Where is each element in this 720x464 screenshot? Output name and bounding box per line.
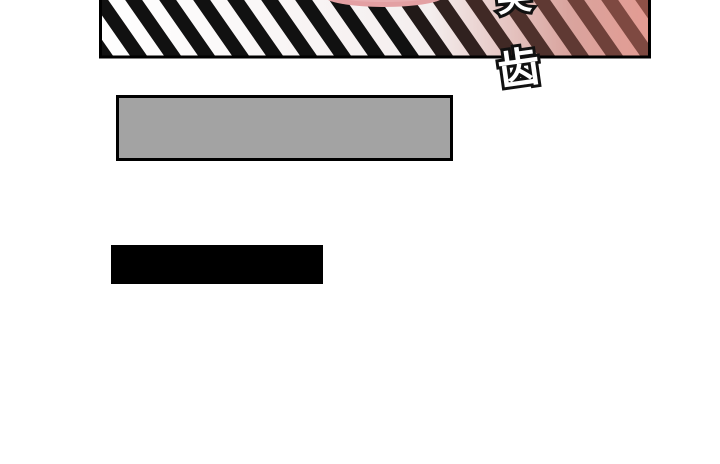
diagonal-stripe (102, 0, 148, 57)
striped-comic-panel (99, 0, 651, 60)
diagonal-stripe (193, 0, 250, 57)
pink-oval-shape (328, 0, 440, 7)
diagonal-stripe (363, 0, 420, 57)
diagonal-stripe (159, 0, 216, 57)
stripe-layer (102, 0, 648, 57)
diagonal-stripe (465, 0, 522, 57)
diagonal-stripe (567, 0, 624, 57)
diagonal-stripe (601, 0, 648, 57)
diagonal-stripe (329, 0, 386, 57)
sfx-character-main: 齿 (492, 38, 546, 98)
diagonal-stripe (295, 0, 352, 57)
diagonal-stripe (261, 0, 318, 57)
diagonal-stripe (125, 0, 182, 57)
sfx-character-top: 哭 (492, 0, 536, 24)
diagonal-stripe (431, 0, 488, 57)
diagonal-stripe (397, 0, 454, 57)
gray-caption-box (116, 95, 453, 161)
diagonal-stripe (533, 0, 590, 57)
diagonal-stripe (102, 39, 114, 57)
diagonal-stripe (227, 0, 284, 57)
diagonal-stripe (635, 0, 648, 19)
panel-border (99, 0, 651, 59)
black-redaction-bar (111, 245, 323, 284)
diagonal-stripe (499, 0, 556, 57)
striped-panel-art (99, 0, 651, 59)
